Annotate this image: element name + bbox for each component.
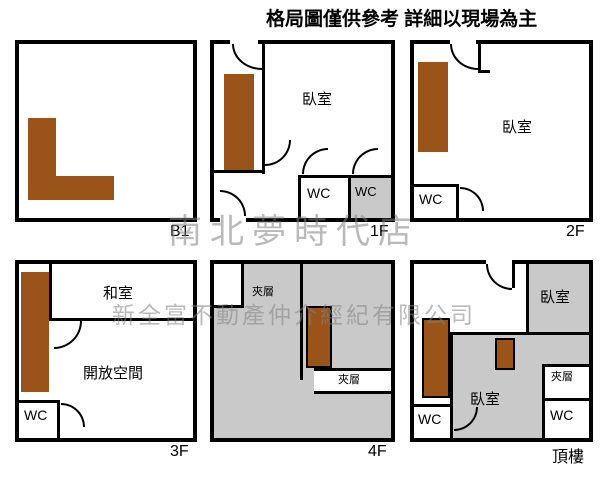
- wall: [298, 175, 391, 178]
- wall: [512, 264, 515, 288]
- floor-label-1f: 1F: [370, 223, 389, 240]
- floor-label-4f: 4F: [368, 443, 387, 460]
- door-opening: [450, 40, 476, 44]
- floorplan-1f: 臥室 WC WC: [210, 40, 395, 222]
- room-label-wc: WC: [550, 407, 574, 423]
- wall: [542, 398, 589, 401]
- staircase: [21, 272, 49, 392]
- mezzanine-area: [351, 178, 391, 218]
- mezzanine-strip: [314, 368, 391, 394]
- door-swing-arc-icon: [61, 403, 85, 427]
- wall: [262, 44, 265, 174]
- room-label-open-space: 開放空間: [83, 365, 144, 382]
- door-swing-arc-icon: [460, 187, 484, 211]
- staircase: [418, 62, 448, 152]
- room-label-mezzanine: 夾層: [252, 286, 274, 298]
- floorplan-3f: 和室 開放空間 WC: [15, 260, 197, 442]
- wall: [57, 400, 60, 438]
- floor-label-roof: 頂樓: [552, 449, 585, 466]
- staircase: [28, 118, 56, 200]
- floorplan-2f: 臥室 WC: [410, 40, 593, 222]
- door-swing-arc-icon: [450, 44, 478, 70]
- door-swing-arc-icon: [232, 44, 262, 70]
- room-label-wc: WC: [24, 407, 48, 423]
- wall: [49, 264, 52, 321]
- wall: [214, 170, 262, 173]
- wall: [526, 264, 529, 332]
- staircase: [224, 74, 254, 170]
- staircase: [56, 176, 114, 200]
- door-swing-arc-icon: [265, 140, 291, 166]
- room-label-bedroom: 臥室: [302, 91, 333, 108]
- wall: [456, 184, 459, 218]
- floorplan-4f: 夾層 夾層: [210, 260, 395, 442]
- door-opening: [486, 260, 512, 264]
- room-label-wc: WC: [307, 185, 331, 201]
- staircase: [495, 338, 515, 370]
- room-label-mezzanine: 夾層: [338, 374, 360, 386]
- floor-label-2f: 2F: [566, 223, 585, 240]
- stair-void: [214, 264, 244, 308]
- door-opening: [230, 40, 258, 44]
- door-opening: [220, 218, 246, 222]
- floorplan-b1: [15, 40, 197, 222]
- wall: [19, 400, 57, 403]
- wall: [298, 175, 301, 218]
- room-label-bedroom: 臥室: [540, 289, 571, 306]
- wall: [348, 175, 351, 218]
- wall: [478, 70, 490, 73]
- floor-label-3f: 3F: [170, 443, 189, 460]
- disclaimer-text: 格局圖僅供參考 詳細以現場為主: [266, 9, 538, 30]
- room-label-mezzanine: 夾層: [551, 371, 573, 383]
- right-rooms-block: [542, 364, 589, 438]
- room-label-bedroom: 臥室: [502, 119, 533, 136]
- door-swing-arc-icon: [302, 148, 328, 174]
- floor-label-b1: B1: [170, 223, 190, 240]
- room-label-bedroom: 臥室: [470, 391, 501, 408]
- wall: [414, 404, 450, 407]
- wall: [450, 332, 453, 438]
- wall: [478, 44, 481, 72]
- wall: [49, 318, 193, 321]
- room-label-tatami: 和室: [103, 285, 134, 302]
- door-swing-arc-icon: [352, 148, 378, 174]
- door-swing-arc-icon: [486, 264, 512, 290]
- wall: [450, 332, 589, 335]
- mezzanine-area: [526, 264, 589, 332]
- wall: [414, 184, 456, 187]
- room-label-wc: WC: [419, 191, 443, 207]
- door-swing-arc-icon: [54, 321, 82, 349]
- room-label-wc: WC: [355, 184, 377, 199]
- wall: [300, 264, 303, 380]
- staircase: [422, 318, 450, 398]
- room-label-wc: WC: [418, 411, 442, 427]
- staircase: [306, 306, 332, 368]
- door-swing-arc-icon: [220, 190, 246, 216]
- floorplan-roof: 臥室 臥室 夾層 WC WC: [410, 260, 593, 442]
